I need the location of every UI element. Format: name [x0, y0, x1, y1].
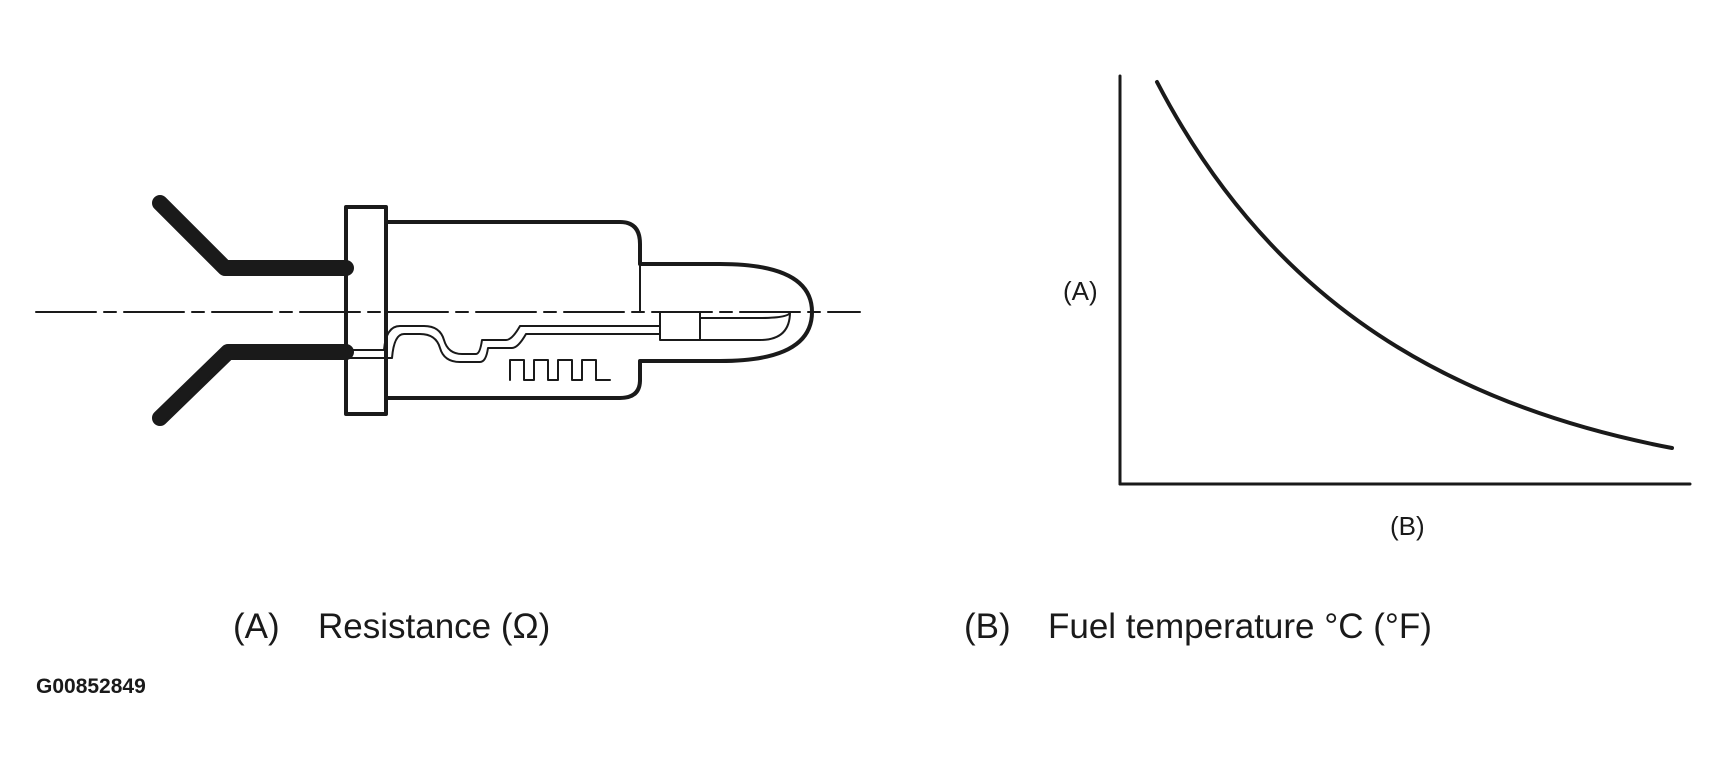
sensor-fins: [509, 359, 611, 381]
legend-text-b: Fuel temperature °C (°F): [1048, 607, 1432, 646]
thermistor-element: [659, 311, 701, 341]
y-axis-letter: (A): [1063, 276, 1098, 306]
probe-tip: [699, 311, 791, 341]
internal-wire-lower: [345, 333, 661, 363]
legend-text-a: Resistance (Ω): [318, 607, 551, 646]
resistance-curve: [1155, 80, 1674, 450]
internal-wire-upper: [345, 325, 661, 355]
legend-key-b: (B): [964, 607, 1011, 646]
x-axis-letter: (B): [1390, 511, 1425, 541]
figure-id: G00852849: [36, 675, 146, 698]
legend-key-a: (A): [233, 607, 280, 646]
sensor-flange: [344, 205, 388, 416]
sensor-body: [384, 220, 814, 400]
